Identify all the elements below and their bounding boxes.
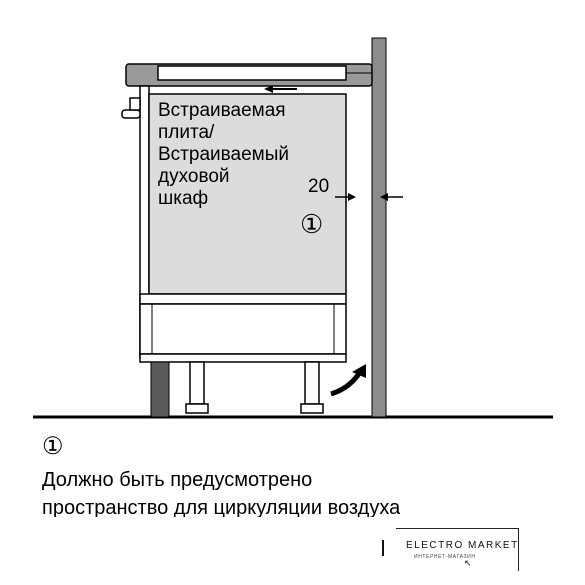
cabinet-leg-right <box>304 361 320 405</box>
cabinet-leg-right-foot <box>300 403 324 414</box>
built-in-appliance <box>148 93 347 295</box>
appliance-label-line: плита/ <box>158 122 215 143</box>
oven-handle-stem <box>129 97 141 111</box>
gap-arrow-left-head <box>348 193 356 201</box>
appliance-label-line: Встраиваемая <box>158 100 286 121</box>
hob-top <box>157 65 347 81</box>
airflow-curved-arrow-head <box>352 364 366 378</box>
cabinet-shelf <box>139 293 347 305</box>
watermark-subtitle: ИНТЕРНЕТ-МАГАЗИН <box>414 554 476 560</box>
appliance-label-line: Встраиваемый <box>158 144 289 165</box>
watermark-frame <box>396 528 519 571</box>
airflow-arrow-top-head <box>264 85 273 93</box>
note-text-line: Должно быть предусмотрено <box>42 469 313 491</box>
appliance-label: Встраиваемая плита/ Встраиваемый духовой… <box>158 100 294 209</box>
cabinet-base <box>139 353 347 363</box>
plinth <box>150 361 170 418</box>
airflow-curved-arrow <box>330 370 363 397</box>
oven-handle <box>121 109 141 119</box>
cursor-icon: ↖ <box>464 558 472 568</box>
note-marker: ① <box>42 433 64 460</box>
cabinet-leg-left <box>189 361 205 405</box>
appliance-label-line: духовой <box>158 166 230 187</box>
watermark-title: ELECTRO MARKET <box>406 540 519 551</box>
gap-dimension: 20 <box>308 176 329 197</box>
callout-marker: ① <box>300 209 323 239</box>
appliance-label-line: шкаф <box>158 188 208 209</box>
watermark-tick <box>382 540 384 556</box>
cabinet-drawer <box>139 303 347 355</box>
watermark: ELECTRO MARKET ИНТЕРНЕТ-МАГАЗИН ↖ <box>382 528 520 572</box>
gap-arrow-right-head <box>380 193 388 201</box>
cabinet-leg-left-foot <box>185 403 209 414</box>
note-text-line: пространство для циркуляции воздуха <box>42 497 401 517</box>
wall <box>371 37 387 418</box>
